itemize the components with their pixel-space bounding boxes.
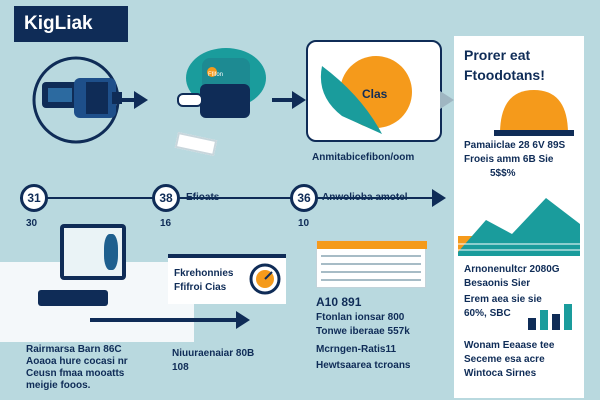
step-3-label: Anwolioba amotel bbox=[322, 192, 408, 203]
panel-2-title: A10 891 bbox=[316, 295, 362, 309]
panel-2-caption-line1: Tonwe iberaae 557k bbox=[316, 326, 410, 337]
left-footer-line3: Ceusn fmaa mooatts bbox=[26, 368, 125, 379]
center-card-caption: Anmitabicefibon/oom bbox=[312, 152, 415, 163]
panel-2-caption-line3: Hewtsaarea tcroans bbox=[316, 360, 411, 371]
panel-1-title: Fkrehonnies bbox=[174, 268, 234, 279]
fact-panel-title-line1: Prorer eat bbox=[464, 47, 531, 63]
fact-section-line4: 60%, SBC bbox=[464, 308, 511, 319]
fact-stat-line3: 5$$% bbox=[490, 168, 516, 179]
step-3-circle: 36 bbox=[290, 184, 318, 212]
pipe-icon bbox=[32, 56, 122, 144]
step-2-label: Efioats bbox=[186, 192, 220, 203]
left-footer-line4: meigie fooos. bbox=[26, 380, 91, 391]
wave-chart-icon bbox=[458, 198, 580, 256]
center-card-badge: Clas bbox=[362, 87, 388, 101]
panel-1-subtitle: Ffifroi Cias bbox=[174, 282, 227, 293]
keyboard-icon bbox=[38, 290, 108, 306]
fact-panel-title-line2: Ftoodotans! bbox=[464, 67, 545, 83]
bar-chart-icon bbox=[528, 304, 572, 330]
monitor-icon bbox=[60, 224, 126, 280]
fact-section-line3: Erem aea sie sie bbox=[464, 294, 542, 305]
left-footer-line2: Aoaoa hure cocasi nr bbox=[26, 356, 128, 367]
leaf-badge-icon bbox=[320, 56, 412, 134]
panel-1-caption-line1: Niuuraenaiar 80B bbox=[172, 348, 255, 359]
left-footer-line1: Rairmarsa Barn 86C bbox=[26, 344, 122, 355]
step-1-circle: 31 bbox=[20, 184, 48, 212]
fact-stat-line2: Froeis amm 6B Sie bbox=[464, 154, 554, 165]
fact-footer-line2: Seceme esa acre bbox=[464, 354, 545, 365]
step-1-sub: 30 bbox=[26, 218, 38, 229]
panel-1: Fkrehonnies Ffifroi Cias bbox=[168, 254, 286, 304]
lower-arrowhead bbox=[236, 311, 250, 329]
app-title-box: KigLiak bbox=[14, 6, 128, 42]
panel-2-subtitle: Ftonlan ionsar 800 bbox=[316, 312, 405, 323]
panel-2-caption-line2: Mcrngen-Ratis11 bbox=[316, 344, 397, 355]
gauge-icon bbox=[249, 263, 281, 295]
center-card: Clas bbox=[306, 40, 442, 142]
panel-1-caption-line2: 108 bbox=[172, 362, 189, 373]
step-2-sub: 16 bbox=[160, 218, 172, 229]
fact-footer-line1: Wonam Eeaase tee bbox=[464, 340, 555, 351]
step-3-sub: 10 bbox=[298, 218, 310, 229]
fact-stat-line1: Pamaiiclae 28 6V 89S bbox=[464, 140, 566, 151]
fact-footer-line3: Wintoca Sirnes bbox=[464, 368, 537, 379]
timeline-arrowhead bbox=[432, 189, 446, 207]
fact-section-title-line2: Besaonis Sier bbox=[464, 278, 531, 289]
svg-text:Ffifon: Ffifon bbox=[208, 72, 223, 78]
fact-section-title-line1: Arnonenultcr 2080G bbox=[464, 264, 560, 275]
dome-icon bbox=[494, 90, 574, 136]
fact-panel: Prorer eat Ftoodotans! Pamaiiclae 28 6V … bbox=[454, 36, 584, 398]
timeline-line bbox=[20, 197, 444, 199]
step-2-circle: 38 bbox=[152, 184, 180, 212]
device-icon: Ffifon bbox=[177, 48, 266, 118]
lower-arrow-line bbox=[90, 318, 242, 322]
app-title: KigLiak bbox=[24, 13, 93, 34]
panel-2-table bbox=[316, 240, 427, 288]
